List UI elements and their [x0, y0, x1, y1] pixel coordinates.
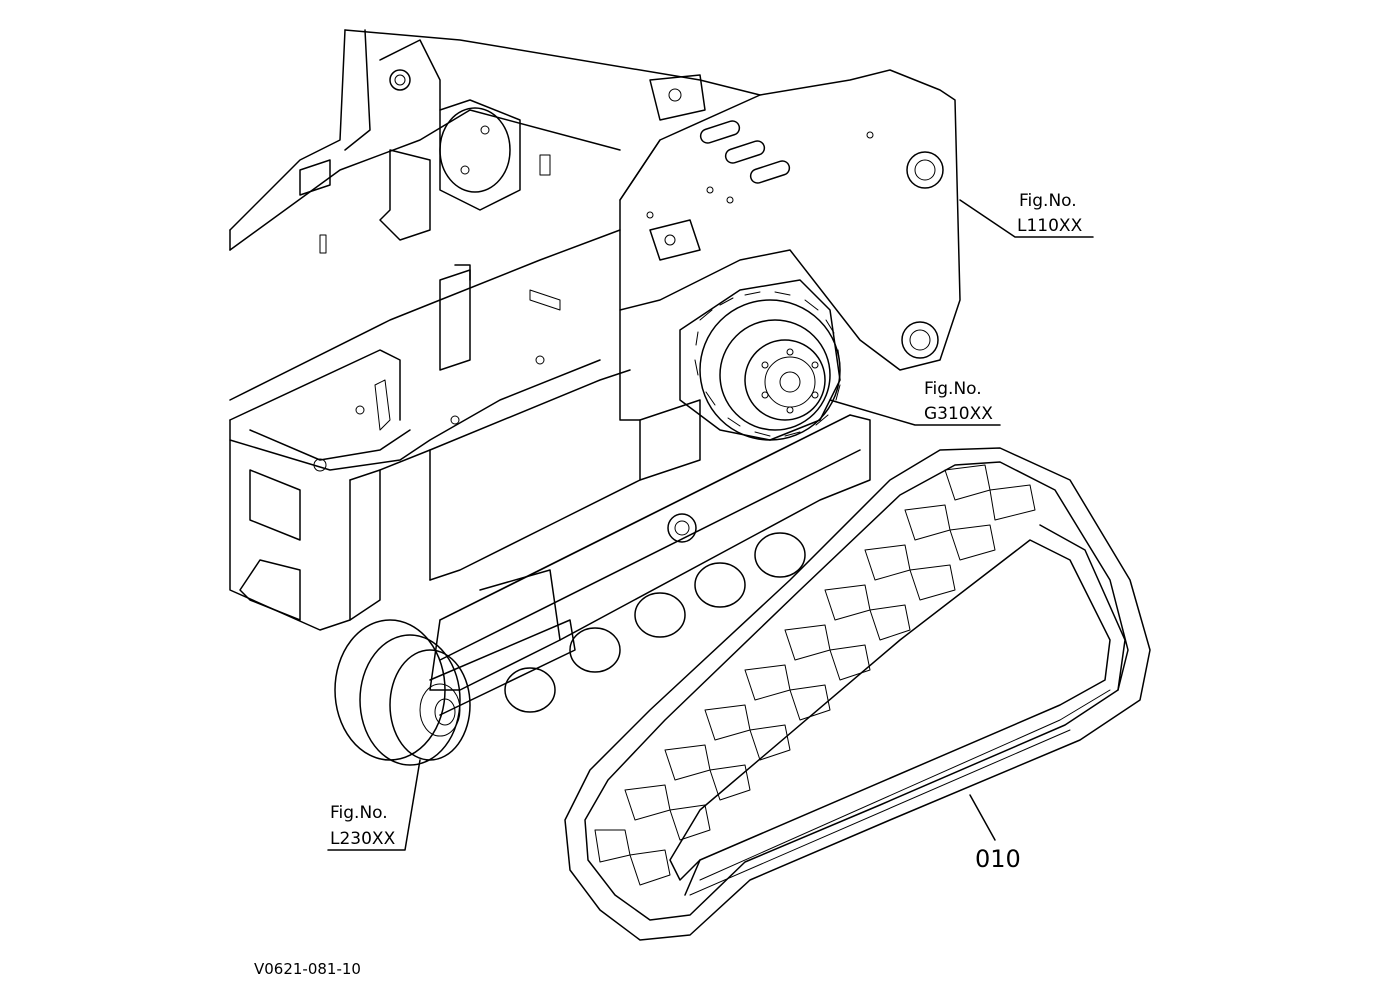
callout-l230xx: Fig.No. L230XX — [330, 803, 396, 849]
upper-link-bracket — [619, 69, 961, 421]
callout-l110xx: Fig.No. L110XX — [1017, 191, 1083, 236]
callout-l230xx-prefix: Fig.No. — [330, 803, 388, 823]
callout-g310xx-prefix: Fig.No. — [924, 379, 982, 399]
callout-g310xx-ref: G310XX — [924, 404, 993, 424]
callout-l110xx-ref: L110XX — [1017, 216, 1083, 236]
callout-g310xx: Fig.No. G310XX — [924, 379, 993, 424]
track-frame — [334, 399, 871, 766]
drive-sprocket-motor — [679, 279, 841, 441]
part-number-label: 010 — [975, 845, 1021, 873]
drawing-code: V0621-081-10 — [254, 960, 361, 978]
callout-leaders — [327, 199, 1094, 851]
rubber-track — [564, 447, 1151, 941]
callout-l110xx-prefix: Fig.No. — [1019, 191, 1077, 211]
callout-l230xx-ref: L230XX — [330, 829, 396, 849]
